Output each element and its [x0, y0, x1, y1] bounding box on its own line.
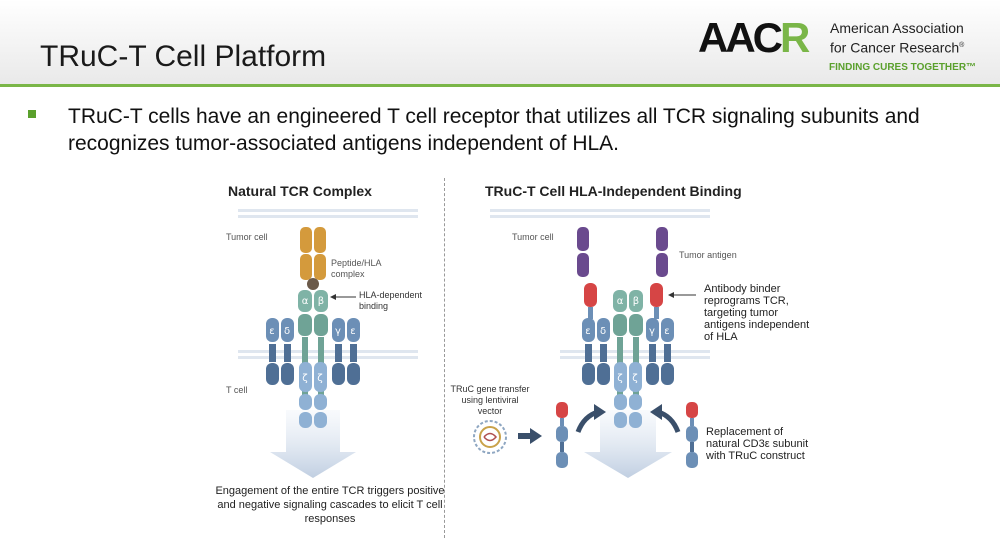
logo-mark-r: R — [780, 14, 810, 61]
truc-zeta-letter: ζ — [617, 373, 622, 384]
peptide-hla-label: Peptide/HLA complex — [331, 258, 382, 280]
slide-header — [0, 0, 1000, 84]
truc-alpha-letter: α — [617, 296, 624, 307]
org-name: American Association for Cancer Research… — [830, 19, 964, 57]
binder-line-5: of HLA — [704, 331, 738, 343]
gene-transfer-label: TRuC gene transfer using lentiviral vect… — [448, 384, 532, 417]
org-line-2: for Cancer Research — [830, 39, 960, 56]
zeta-letter: ζ — [302, 373, 307, 384]
cd3-gamma-epsilon — [332, 318, 360, 385]
tumor-antigen-right — [656, 227, 668, 277]
panel-divider — [444, 178, 445, 538]
antibody-binder-label: Antibody binder reprograms TCR, targetin… — [704, 283, 809, 343]
left-tumor-cell-label: Tumor cell — [226, 232, 268, 242]
beta-letter: β — [318, 296, 324, 307]
left-panel-title: Natural TCR Complex — [228, 183, 372, 199]
left-signal-arrow — [270, 410, 356, 478]
zeta-chains — [299, 362, 327, 428]
gene-line-2: using lentiviral — [461, 395, 519, 405]
hla-dependent-pointer — [330, 294, 356, 300]
right-signal-arrow — [584, 410, 672, 478]
left-tcell-membrane — [238, 350, 418, 359]
org-line-1: American Association — [830, 20, 964, 36]
binder-pointer — [668, 292, 696, 298]
truc-zeta-chains — [614, 362, 642, 428]
vector-arrow-icon — [518, 428, 542, 444]
antibody-binder-left — [584, 283, 597, 319]
truc-epsilon-letter-2: ε — [664, 326, 669, 337]
zeta-letter-2: ζ — [317, 373, 322, 384]
repl-line-2: natural CD3ε subunit — [706, 438, 809, 450]
epsilon-letter: ε — [269, 326, 274, 337]
reg-mark: ® — [959, 42, 965, 49]
truc-beta-letter: β — [633, 296, 639, 307]
truc-cd3-gamma-epsilon — [646, 318, 674, 385]
logo-mark-text: AAC — [698, 14, 783, 61]
antibody-binder-right — [650, 283, 663, 319]
truc-cd3-epsilon-delta — [582, 318, 610, 385]
binder-line-4: antigens independent — [704, 319, 810, 331]
binder-line-1: Antibody binder — [704, 283, 781, 295]
left-t-cell-label: T cell — [226, 385, 248, 395]
delta-letter: δ — [284, 326, 290, 337]
repl-line-3: with TRuC construct — [706, 450, 805, 462]
gamma-letter: γ — [335, 326, 341, 337]
gene-line-1: TRuC gene transfer — [450, 384, 530, 394]
slide-title: TRuC-T Cell Platform — [40, 40, 327, 73]
hla-dependent-line-1: HLA-dependent — [359, 290, 423, 300]
bullet-square-icon — [28, 110, 36, 118]
alpha-letter: α — [302, 296, 309, 307]
binder-line-2: reprograms TCR, — [704, 295, 789, 307]
truc-construct-right — [686, 402, 698, 468]
binder-line-3: targeting tumor — [704, 307, 778, 319]
gene-line-3: vector — [477, 406, 503, 416]
truc-gamma-letter: γ — [649, 326, 655, 337]
right-tumor-membrane — [490, 209, 710, 218]
truc-delta-letter: δ — [600, 326, 606, 337]
peptide-hla-line-2: complex — [331, 269, 365, 279]
left-caption: Engagement of the entire TCR triggers po… — [215, 485, 445, 525]
lentiviral-vector-icon — [473, 420, 507, 454]
cd3-epsilon-delta — [266, 318, 294, 385]
tagline: FINDING CURES TOGETHER™ — [829, 62, 976, 73]
peptide-hla-line-1: Peptide/HLA — [331, 258, 382, 268]
left-tumor-membrane — [238, 209, 418, 218]
truc-epsilon-letter: ε — [585, 326, 590, 337]
insertion-arrow-right — [650, 404, 681, 433]
aacr-logo: AACR — [698, 14, 810, 62]
tagline-tm: ™ — [966, 62, 977, 73]
repl-line-1: Replacement of — [706, 426, 784, 438]
hla-molecule — [300, 227, 326, 280]
tumor-antigen-left — [577, 227, 589, 277]
peptide-icon — [307, 278, 319, 290]
truc-construct-left — [556, 402, 568, 468]
insertion-arrow-left — [575, 404, 606, 433]
epsilon-letter-2: ε — [350, 326, 355, 337]
tagline-text: FINDING CURES TOGETHER — [829, 62, 967, 73]
right-tumor-cell-label: Tumor cell — [512, 232, 554, 242]
replacement-label: Replacement of natural CD3ε subunit with… — [706, 426, 808, 462]
hla-dependent-label: HLA-dependent binding — [359, 290, 422, 312]
truc-zeta-letter-2: ζ — [632, 373, 637, 384]
bullet-text: TRuC-T cells have an engineered T cell r… — [68, 105, 920, 155]
header-rule — [0, 84, 1000, 87]
tumor-antigen-label: Tumor antigen — [679, 250, 737, 260]
hla-dependent-line-2: binding — [359, 301, 389, 311]
right-panel-title: TRuC-T Cell HLA-Independent Binding — [485, 183, 742, 199]
